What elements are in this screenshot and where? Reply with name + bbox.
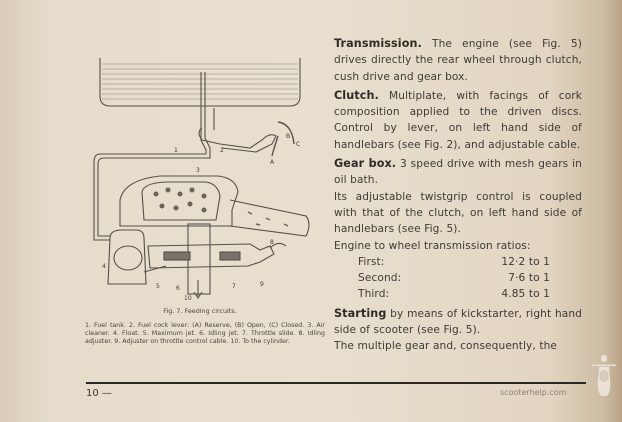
label-7: 7 (232, 283, 236, 290)
float-chamber (107, 229, 167, 285)
clutch-heading: Clutch. (334, 88, 379, 102)
transmission-paragraph: Transmission. The engine (see Fig. 5) dr… (334, 36, 582, 85)
feeding-circuit-diagram: 1 2 3 4 5 6 7 8 9 10 A B C (93, 58, 310, 302)
twistgrip-paragraph: Its adjustable twistgrip control is coup… (334, 190, 582, 236)
figure-legend: 1. Fuel tank. 2. Fuel cock lever: (A) Re… (85, 322, 325, 346)
label-4: 4 (102, 263, 106, 270)
label-c: C (296, 141, 300, 148)
transmission-text: The engine (see Fig. 5) drives directly … (334, 38, 582, 83)
gear-ratio: 4.85 to 1 (501, 288, 550, 301)
label-2: 2 (220, 147, 224, 154)
gear-name: Third: (358, 288, 390, 301)
gear-ratio: 12·2 to 1 (501, 255, 550, 268)
label-6: 6 (176, 285, 180, 292)
starting-paragraph: Starting by means of kickstarter, right … (334, 306, 582, 339)
ratios-intro: Engine to wheel transmission ratios: (334, 239, 531, 252)
starting-text: by means of kickstarter, right hand side… (334, 307, 582, 337)
label-1: 1 (174, 147, 178, 154)
carburettor (147, 223, 287, 299)
scooter-watermark-icon (590, 354, 618, 397)
ratio-row: First: 12·2 to 1 (334, 254, 582, 270)
gear-ratio: 7·6 to 1 (508, 272, 550, 285)
watermark-text: scooterhelp.com (500, 388, 567, 397)
gearbox-paragraph: Gear box. 3 speed drive with mesh gears … (334, 156, 582, 189)
label-9: 9 (260, 281, 264, 288)
text-column: Transmission. The engine (see Fig. 5) dr… (334, 36, 582, 355)
transmission-heading: Transmission. (334, 37, 422, 50)
gearbox-text: 3 speed drive with mesh gears in oil bat… (334, 158, 582, 187)
clutch-text: Multiplate, with facings of cork composi… (334, 89, 582, 151)
footer-rule (86, 382, 586, 384)
label-a: A (270, 159, 275, 166)
label-8: 8 (270, 239, 274, 246)
label-3: 3 (196, 167, 200, 174)
multiple-gear-text: The multiple gear and, consequently, the (334, 340, 558, 353)
ratio-row: Third: 4.85 to 1 (334, 286, 582, 302)
air-cleaner (119, 175, 310, 237)
starting-heading: Starting (334, 306, 387, 320)
label-5: 5 (156, 283, 160, 290)
gearbox-heading: Gear box. (334, 157, 397, 171)
figure-caption: Fig. 7. Feeding circuits. (163, 307, 237, 315)
gear-name: First: (358, 255, 385, 268)
label-10: 10 (184, 295, 192, 302)
ratio-row: Second: 7·6 to 1 (334, 270, 582, 286)
clutch-paragraph: Clutch. Multiplate, with facings of cork… (334, 88, 582, 153)
label-b: B (286, 133, 290, 140)
page-number: 10 — (86, 388, 112, 399)
fuel-tank (99, 58, 301, 107)
gear-name: Second: (358, 272, 402, 285)
